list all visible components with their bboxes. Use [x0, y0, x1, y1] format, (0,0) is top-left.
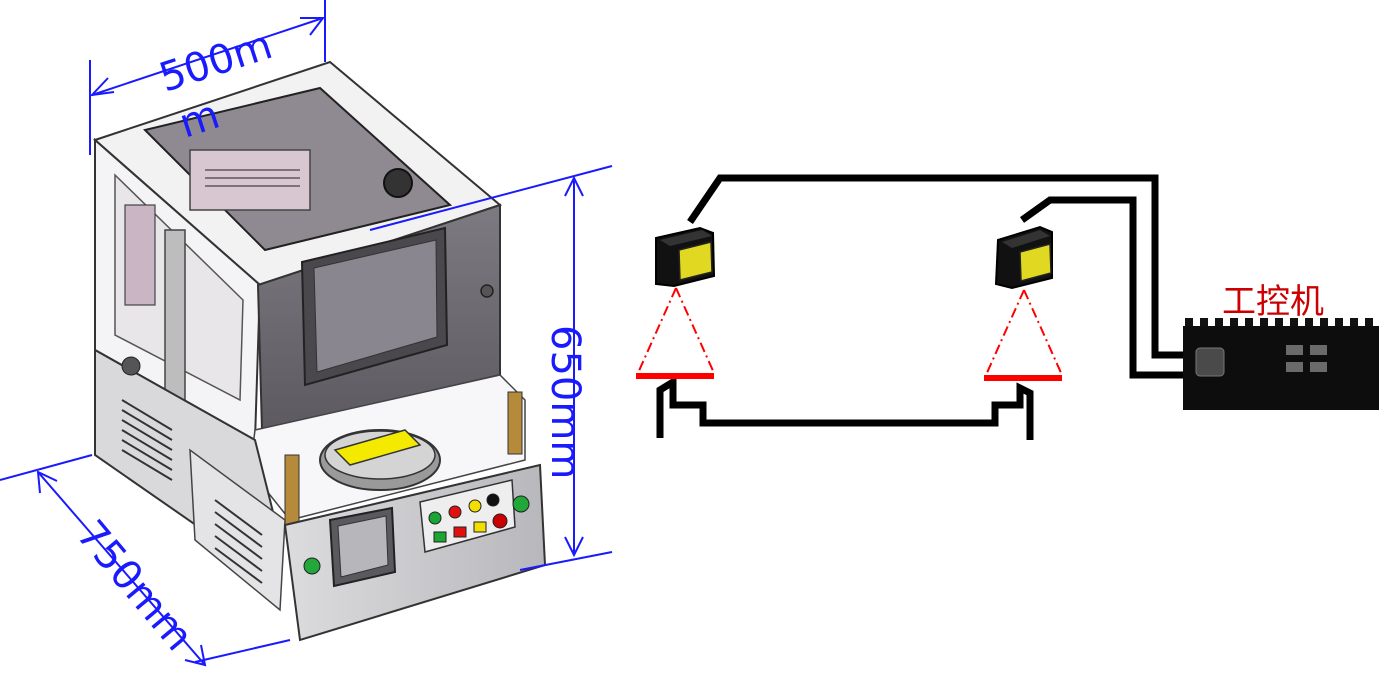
hmi-screen — [337, 515, 389, 578]
comb-structure — [205, 169, 300, 187]
controller-port-icon — [1195, 347, 1225, 377]
sensor-right-icon — [994, 225, 1053, 290]
dim-depth-line — [37, 471, 206, 666]
dim-depth-ext-left — [0, 454, 93, 481]
laser-beams — [637, 287, 1063, 376]
dim-depth-arrow-bottom — [184, 644, 207, 667]
spool — [383, 168, 413, 198]
black-button-icon — [486, 493, 500, 507]
dimension-annotations — [0, 0, 613, 667]
green-button-icon — [428, 511, 442, 525]
estop-button-icon — [492, 513, 508, 529]
machine-illustration — [93, 60, 547, 642]
red-square-button-icon — [453, 526, 467, 538]
green-square-button-icon — [433, 531, 447, 543]
controller-label: 工控机 — [1222, 282, 1324, 322]
target-surface-right — [984, 375, 1062, 381]
dim-depth-ext-bottom — [194, 639, 291, 663]
dim-height-ext-top — [369, 165, 613, 231]
dim-depth-label: 750mm — [67, 512, 201, 660]
yellow-button-icon — [468, 499, 482, 513]
industrial-pc-icon — [1183, 318, 1379, 410]
side-panel-inner — [124, 204, 156, 306]
red-button-icon — [448, 505, 462, 519]
cabinet-top-inner-mechanism — [189, 149, 311, 211]
cable-bottom-link — [656, 375, 1034, 440]
cables — [656, 174, 1185, 440]
sensor-left-icon — [655, 226, 716, 288]
dim-height-label: 650mm — [542, 325, 588, 479]
light-curtain-right — [507, 391, 523, 455]
sensor-schematic — [636, 174, 1379, 440]
cable-sensor-left — [687, 174, 1185, 359]
dim-top-arrow-left — [89, 77, 115, 97]
indicator-left-icon — [303, 557, 321, 575]
indicator-right-icon — [512, 495, 530, 513]
power-knob-icon — [480, 284, 494, 298]
light-curtain-left — [284, 454, 300, 526]
dim-top-arrow-right — [300, 17, 326, 36]
column — [164, 229, 186, 401]
dim-height-ext-bottom — [519, 551, 613, 571]
target-surface-left — [636, 373, 714, 379]
lamp-icon — [121, 356, 141, 376]
monitor-screen — [313, 239, 438, 373]
dim-depth-arrow-top — [36, 470, 58, 494]
dim-top-line — [91, 17, 324, 96]
dim-height-arrow-bottom — [564, 536, 584, 558]
vent-slots-left — [121, 399, 263, 584]
yellow-square-button-icon — [473, 521, 487, 533]
workpiece — [333, 429, 422, 466]
dim-height-arrow-top — [564, 175, 584, 197]
cable-sensor-right — [1019, 196, 1185, 379]
